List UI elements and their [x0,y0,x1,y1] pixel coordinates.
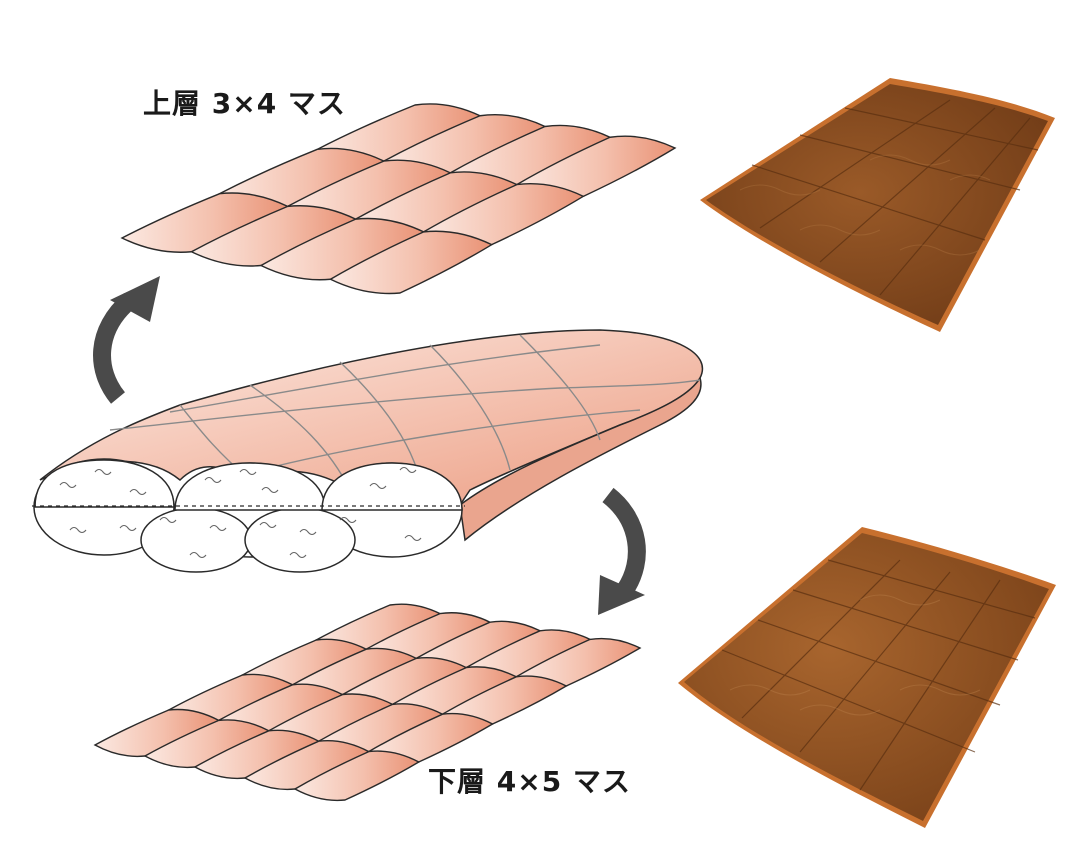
upper-layer-label: 上層 3×4 マス [143,87,346,120]
lower-layer-label: 下層 4×5 マス [428,765,631,798]
arrow-up-curved-icon [93,276,160,404]
mat-photo-lower [678,527,1056,828]
combined-quilt [32,329,704,573]
quilt-cell [293,750,421,802]
arrow-down-curved-icon [598,487,646,615]
lower-layer-quilt [93,603,642,802]
cross-section-tube [244,507,356,573]
quilt-cell [329,230,494,295]
upper-layer-quilt [120,103,677,295]
mat-photo-upper [700,78,1055,332]
combined-quilt-side [459,376,702,542]
cross-section-tube [140,507,252,573]
